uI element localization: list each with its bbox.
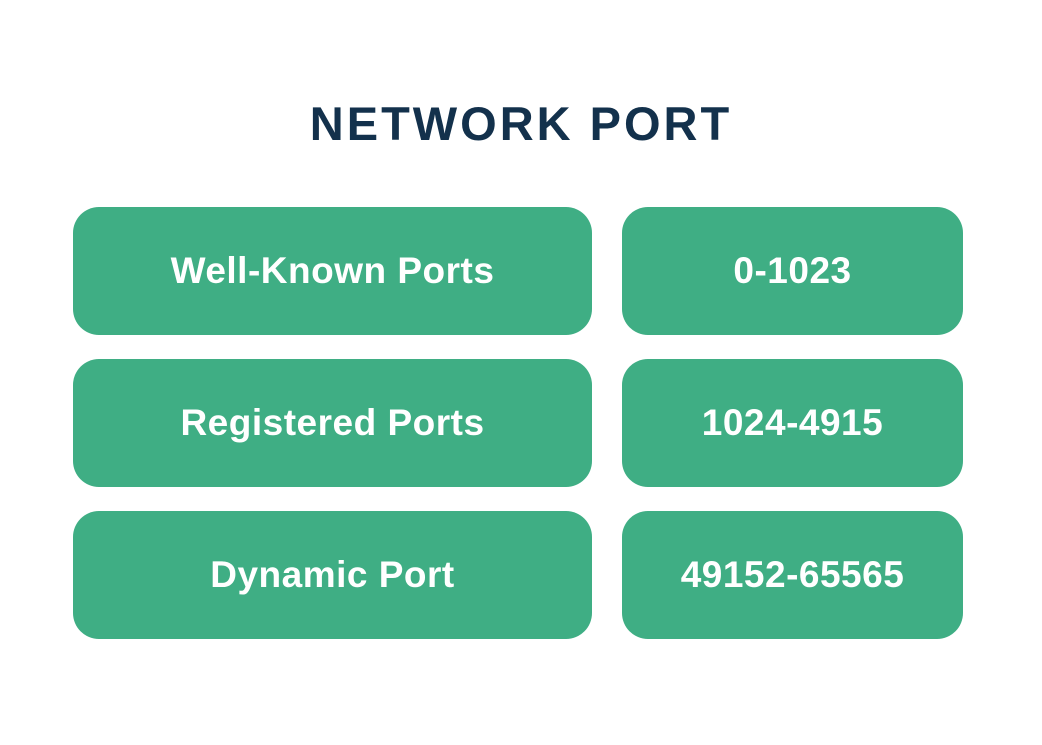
page-title: NETWORK PORT <box>309 97 733 150</box>
port-range-well-known: 0-1023 <box>622 207 963 335</box>
port-category-dynamic: Dynamic Port <box>73 511 592 639</box>
port-table: Well-Known Ports 0-1023 Registered Ports… <box>73 207 963 639</box>
port-category-well-known: Well-Known Ports <box>73 207 592 335</box>
port-range-dynamic: 49152-65565 <box>622 511 963 639</box>
port-range-registered: 1024-4915 <box>622 359 963 487</box>
port-category-registered: Registered Ports <box>73 359 592 487</box>
